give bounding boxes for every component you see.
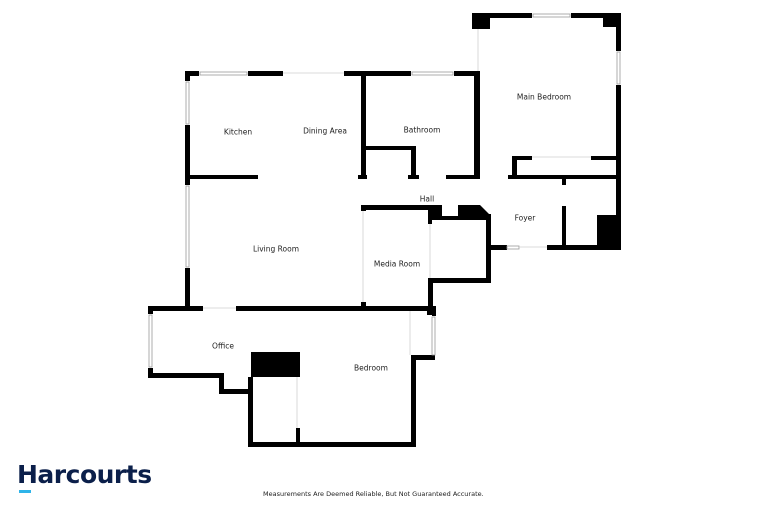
harcourts-logo: Harcourts	[17, 460, 152, 489]
logo-accent-bar	[19, 490, 31, 493]
room-label-main-bedroom: Main Bedroom	[516, 92, 572, 102]
room-label-hall: Hall	[419, 194, 435, 204]
disclaimer-text: Measurements Are Deemed Reliable, But No…	[263, 490, 484, 498]
windows	[148, 13, 621, 368]
room-label-living-room: Living Room	[252, 244, 300, 254]
room-label-kitchen: Kitchen	[223, 127, 253, 137]
openings	[203, 29, 591, 428]
room-label-foyer: Foyer	[514, 213, 536, 223]
room-label-bedroom: Bedroom	[354, 363, 388, 373]
room-label-bathroom: Bathroom	[403, 125, 441, 135]
walls	[148, 13, 621, 447]
room-label-media-room: Media Room	[373, 259, 421, 269]
room-label-dining-area: Dining Area	[303, 126, 347, 136]
room-label-office: Office	[212, 341, 234, 351]
